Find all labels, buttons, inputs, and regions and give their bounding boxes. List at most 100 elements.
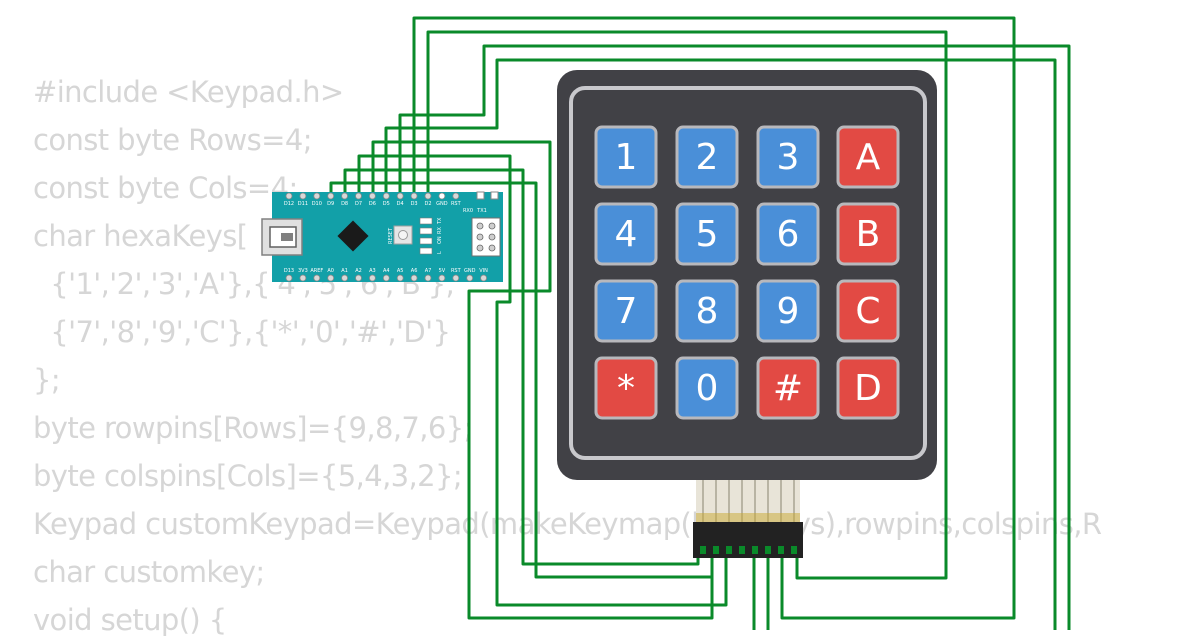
pin-gnd[interactable] (438, 192, 446, 200)
pin-label: 3V3 (298, 268, 308, 274)
reset-label: RESET (388, 227, 394, 244)
pin-d11[interactable] (299, 192, 307, 200)
key-1[interactable]: 1 (594, 125, 658, 189)
key-C[interactable]: C (836, 279, 900, 343)
pin-d3[interactable] (410, 192, 418, 200)
pin-d5[interactable] (382, 192, 390, 200)
pin-d10[interactable] (313, 192, 321, 200)
key-label: 0 (696, 368, 719, 409)
pin-a1[interactable] (341, 274, 349, 282)
key-D[interactable]: D (836, 356, 900, 420)
pin-gnd[interactable] (466, 274, 474, 282)
pin-label: D7 (355, 201, 362, 207)
code-line: char hexaKeys[ (33, 219, 248, 253)
wire (329, 181, 712, 579)
pin-a5[interactable] (396, 274, 404, 282)
pin-label: D12 (284, 201, 294, 207)
pin-3v3[interactable] (299, 274, 307, 282)
keypad-connector (693, 522, 803, 558)
pin-label: A2 (355, 268, 362, 274)
pin-aref[interactable] (313, 274, 321, 282)
pin-d7[interactable] (355, 192, 362, 200)
pin-vin[interactable] (480, 274, 488, 282)
code-line: byte colspins[Cols]={5,4,3,2}; (33, 459, 463, 493)
pin-d2[interactable] (424, 192, 432, 200)
code-line: char customkey; (33, 555, 265, 589)
pin-d13[interactable] (285, 274, 293, 282)
wire (384, 58, 1057, 630)
key-8[interactable]: 8 (675, 279, 739, 343)
pin-label: RST (451, 201, 462, 207)
key-A[interactable]: A (836, 125, 900, 189)
pin-a2[interactable] (355, 274, 362, 282)
wires (329, 16, 1071, 630)
code-line: const byte Rows=4; (33, 123, 313, 157)
key-5[interactable]: 5 (675, 202, 739, 266)
pin-label: A6 (411, 268, 418, 274)
pin-label: D6 (369, 201, 376, 207)
key-4[interactable]: 4 (594, 202, 658, 266)
keypad-inner-border (569, 86, 927, 460)
pin-label: A1 (341, 268, 348, 274)
pin-label: D8 (341, 201, 348, 207)
key-3[interactable]: 3 (756, 125, 820, 189)
pin-label: RX0 (463, 208, 473, 214)
pin-a3[interactable] (368, 274, 376, 282)
key-label: * (617, 368, 635, 409)
pin-a6[interactable] (410, 274, 418, 282)
pin-d9[interactable] (327, 192, 335, 200)
key-label: D (854, 368, 882, 409)
key-B[interactable]: B (836, 202, 900, 266)
key-label: 5 (696, 214, 719, 255)
led-label: ON (437, 236, 443, 244)
key-label: C (855, 291, 880, 332)
key-6[interactable]: 6 (756, 202, 820, 266)
key-label: 7 (615, 291, 638, 332)
pin-label: A3 (369, 268, 376, 274)
pin-d4[interactable] (396, 192, 404, 200)
pin-rst[interactable] (452, 274, 460, 282)
icsp-header (471, 217, 501, 257)
pin-label: A4 (383, 268, 390, 274)
pin-label: AREF (310, 268, 323, 274)
pin-d6[interactable] (368, 192, 376, 200)
key-2[interactable]: 2 (675, 125, 739, 189)
key-0[interactable]: 0 (675, 356, 739, 420)
key-label: 3 (777, 137, 800, 178)
pin-d8[interactable] (341, 192, 349, 200)
sketch-code-background: #include <Keypad.h>const byte Rows=4;con… (33, 68, 1102, 644)
pin-label: A7 (425, 268, 432, 274)
pin-a7[interactable] (424, 274, 432, 282)
pin-rst[interactable] (452, 192, 460, 200)
code-line: {'7','8','9','C'},{'*','0','#','D'} (33, 315, 451, 349)
pin-label: A5 (397, 268, 404, 274)
key-label: B (856, 214, 881, 255)
pin-label: TX1 (476, 208, 487, 214)
pin-5v[interactable] (438, 274, 446, 282)
code-line: }; (33, 363, 61, 397)
pin-label: GND (436, 201, 448, 207)
pin-a4[interactable] (382, 274, 390, 282)
code-line: const byte Cols=4; (33, 171, 298, 205)
pin-a0[interactable] (327, 274, 335, 282)
pin-label: D4 (397, 201, 404, 207)
key-label: A (856, 137, 881, 178)
key-9[interactable]: 9 (756, 279, 820, 343)
key-*[interactable]: * (594, 356, 658, 420)
wire (343, 168, 700, 566)
arduino-board (272, 192, 503, 282)
code-line: Keypad customKeypad=Keypad(makeKeymap(he… (33, 507, 1102, 541)
led-label: TX (437, 217, 443, 225)
key-7[interactable]: 7 (594, 279, 658, 343)
microcontroller-chip (337, 220, 369, 252)
key-label: 1 (615, 137, 638, 178)
wire (357, 154, 728, 607)
key-#[interactable]: # (756, 356, 820, 420)
pin-d12[interactable] (285, 192, 293, 200)
